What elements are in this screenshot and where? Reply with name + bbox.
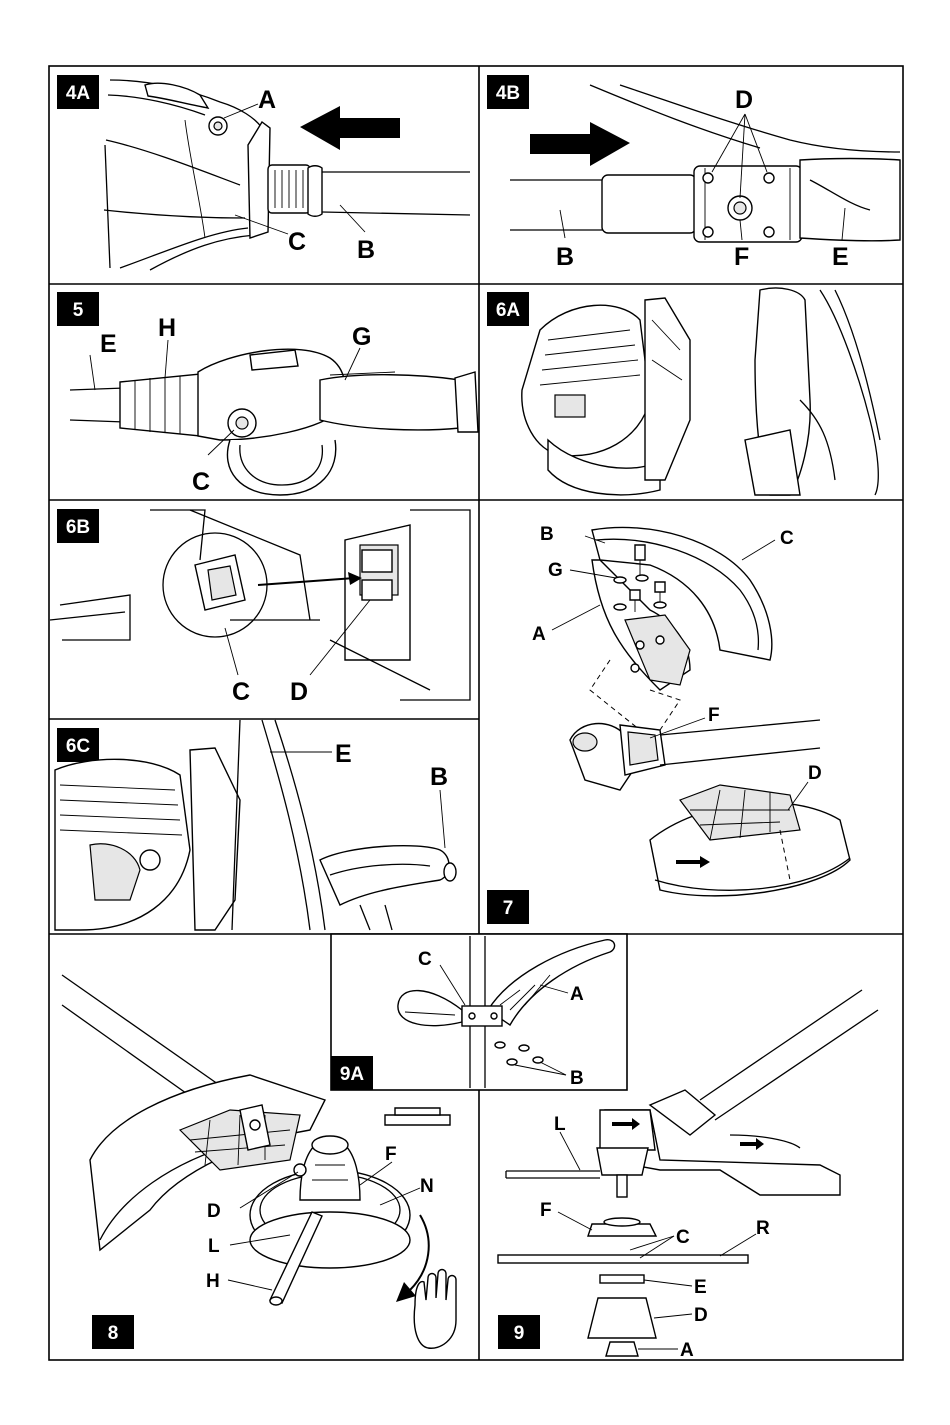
label-4b-e: E [832, 243, 849, 271]
label-6c-e: E [335, 740, 352, 768]
panel-tag-9-text: 9 [514, 1323, 525, 1344]
label-7-b: B [540, 524, 554, 545]
panel-tag-8-text: 8 [108, 1323, 119, 1344]
label-8-h: H [206, 1271, 220, 1292]
label-6b-d: D [290, 678, 308, 706]
panel-tag-4b-text: 4B [496, 83, 520, 104]
panel-6c: 6C E B [55, 720, 456, 930]
arrow-left-icon [300, 106, 400, 150]
label-4b-d: D [735, 86, 753, 114]
label-8-d: D [207, 1201, 221, 1222]
arrow-right-icon [530, 122, 630, 166]
label-7-d: D [808, 763, 822, 784]
label-7-c: C [780, 528, 794, 549]
label-4a-c: C [288, 228, 306, 256]
label-9-c: C [676, 1227, 690, 1248]
label-7-g: G [548, 560, 563, 581]
panel-6b: 6B C D [50, 509, 470, 706]
panel-tag-6b-text: 6B [66, 517, 90, 538]
label-6b-c: C [232, 678, 250, 706]
label-8-n: N [420, 1176, 434, 1197]
label-9-l: L [554, 1114, 566, 1135]
panel-tag-9a-text: 9A [340, 1064, 365, 1085]
label-9a-b: B [570, 1068, 584, 1089]
hand-stop-icon [414, 1270, 456, 1349]
panel-tag-5-text: 5 [73, 300, 84, 321]
panel-tag-4a-text: 4A [66, 83, 91, 104]
label-7-a: A [532, 624, 546, 645]
label-6c-b: B [430, 763, 448, 791]
label-9a-c: C [418, 949, 432, 970]
label-9-r: R [756, 1218, 770, 1239]
label-4a-a: A [258, 86, 276, 114]
panel-7: 7 B C G A [487, 524, 850, 924]
label-5-h: H [158, 314, 176, 342]
label-5-g: G [352, 323, 371, 351]
label-4b-f: F [734, 243, 749, 271]
panel-4b: 4B D B F E [487, 75, 900, 271]
label-9-d: D [694, 1305, 708, 1326]
label-4b-b: B [556, 243, 574, 271]
panel-tag-6c-text: 6C [66, 736, 91, 757]
label-9-f: F [540, 1200, 552, 1221]
panel-tag-7-text: 7 [503, 898, 514, 919]
label-9a-a: A [570, 984, 584, 1005]
label-5-e: E [100, 330, 117, 358]
label-5-c: C [192, 468, 210, 496]
label-4a-b: B [357, 236, 375, 264]
panel-tag-6a-text: 6A [496, 300, 521, 321]
label-7-f: F [708, 705, 720, 726]
label-8-f: F [385, 1144, 397, 1165]
rotation-arrow-icon [410, 1215, 429, 1290]
label-8-l: L [208, 1236, 220, 1257]
label-9-e: E [694, 1277, 707, 1298]
label-9-a: A [680, 1340, 694, 1361]
panel-4a: 4A A C B [57, 75, 470, 270]
panel-5: 5 E H G C [57, 292, 478, 496]
panel-9a: 9A C A B [331, 934, 627, 1090]
panel-6a: 6A [487, 288, 880, 495]
